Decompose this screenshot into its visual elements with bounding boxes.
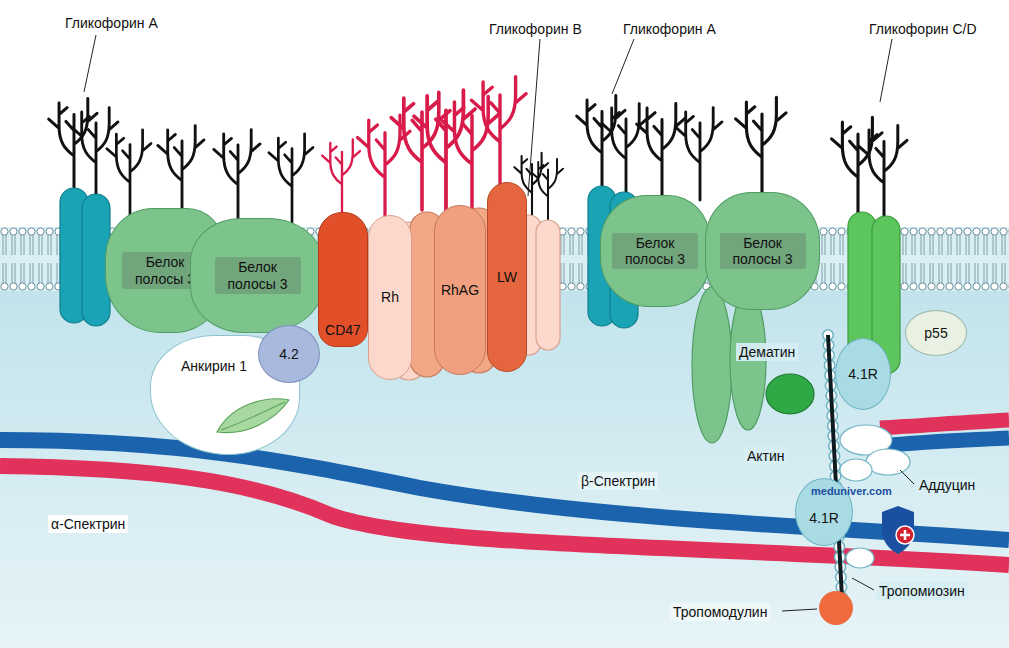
band3-protein: Белок полосы 3 <box>705 192 820 310</box>
dematin-adducin <box>819 591 853 625</box>
sugar-chains <box>676 108 722 200</box>
ankyrin-repeat-leaf <box>213 394 293 440</box>
protein-4-2: 4.2 <box>258 325 320 383</box>
sugar-chains <box>532 159 564 222</box>
sugar-chains <box>322 139 360 215</box>
protein-name: Белок полосы 3 <box>720 233 806 269</box>
ankyrin-repeat-leaf <box>217 399 289 433</box>
dematin-adducin <box>840 459 872 481</box>
leader-lines <box>84 35 96 92</box>
sugar-chains <box>269 134 313 222</box>
protein-name: LW <box>497 269 517 285</box>
dematin-adducin <box>766 374 814 414</box>
band3-tails <box>692 287 732 443</box>
sugar-chains <box>158 126 204 218</box>
spectrin-label: β-Спектрин <box>578 472 658 490</box>
glycophorin-label: Гликофорин В <box>486 20 585 38</box>
spectrin-bands <box>880 438 1009 446</box>
leader-lines <box>900 470 914 484</box>
spectrin-bands <box>880 420 1009 428</box>
dematin-adducin <box>866 449 910 475</box>
sugar-chains <box>577 95 625 192</box>
glycophorin-label: Гликофорин C/D <box>866 20 980 38</box>
spectrin-bands <box>0 420 1009 565</box>
sugar-chains <box>107 130 151 218</box>
glycophorin-label: Гликофорин А <box>620 20 719 38</box>
protein-name: Белок полосы 3 <box>215 257 301 293</box>
adducin-label: Аддуцин <box>916 476 978 494</box>
leader-lines <box>84 35 914 611</box>
sugar-chains <box>637 103 685 200</box>
protein-name: p55 <box>924 325 947 341</box>
actin-label: Актин <box>744 447 788 465</box>
rh-protein: Rh <box>368 215 412 380</box>
dematin-adducin <box>846 548 874 568</box>
leader-lines <box>528 39 540 196</box>
sugar-chains <box>391 92 450 210</box>
sugar-chains <box>736 97 786 198</box>
sugar-chains <box>832 117 882 218</box>
sugar-chains <box>859 125 907 222</box>
protein-name: Белок полосы 3 <box>612 233 698 269</box>
leader-lines <box>852 578 874 590</box>
p55-protein: p55 <box>905 310 967 356</box>
band3-protein: Белок полосы 3 <box>190 218 325 333</box>
protein-name: 4.1R <box>809 510 839 526</box>
tropomodulin-label: Тропомодулин <box>670 603 770 621</box>
watermark-shield <box>882 506 914 554</box>
rhag-protein: RhAG <box>434 205 486 375</box>
lw-protein: LW <box>487 182 527 372</box>
protein-4-1r: 4.1R <box>835 338 891 410</box>
protein-name: CD47 <box>325 322 361 338</box>
leader-lines <box>612 39 634 94</box>
sugar-chains <box>414 90 475 212</box>
protein-name: Rh <box>381 289 399 305</box>
dematin-label: Дематин <box>736 343 798 361</box>
leader-lines <box>782 609 817 611</box>
sugar-chains <box>358 115 411 220</box>
watermark-shield <box>900 530 910 540</box>
band3-protein: Белок полосы 3 <box>600 195 710 307</box>
band3-tails <box>692 287 766 443</box>
spectrin-label: α-Спектрин <box>48 515 128 533</box>
protein-name: RhAG <box>441 282 479 298</box>
protein-name: 4.1R <box>848 366 878 382</box>
glycophorin-shapes <box>536 220 560 350</box>
leader-lines <box>880 39 892 102</box>
glycophorin-label: Гликофорин А <box>62 14 161 32</box>
tropomyosin-label: Тропомиозин <box>876 582 968 600</box>
watermark: meduniver.com <box>808 484 895 499</box>
watermark-shield <box>882 506 914 554</box>
protein-name: Анкирин 1 <box>181 358 247 374</box>
sugar-chains <box>49 98 97 195</box>
watermark-shield <box>896 526 914 544</box>
sugar-chains <box>214 130 260 222</box>
protein-name: 4.2 <box>279 346 298 362</box>
spectrin-bands <box>0 440 1009 540</box>
cd47-protein: CD47 <box>318 212 368 347</box>
sugar-chains <box>602 104 648 196</box>
